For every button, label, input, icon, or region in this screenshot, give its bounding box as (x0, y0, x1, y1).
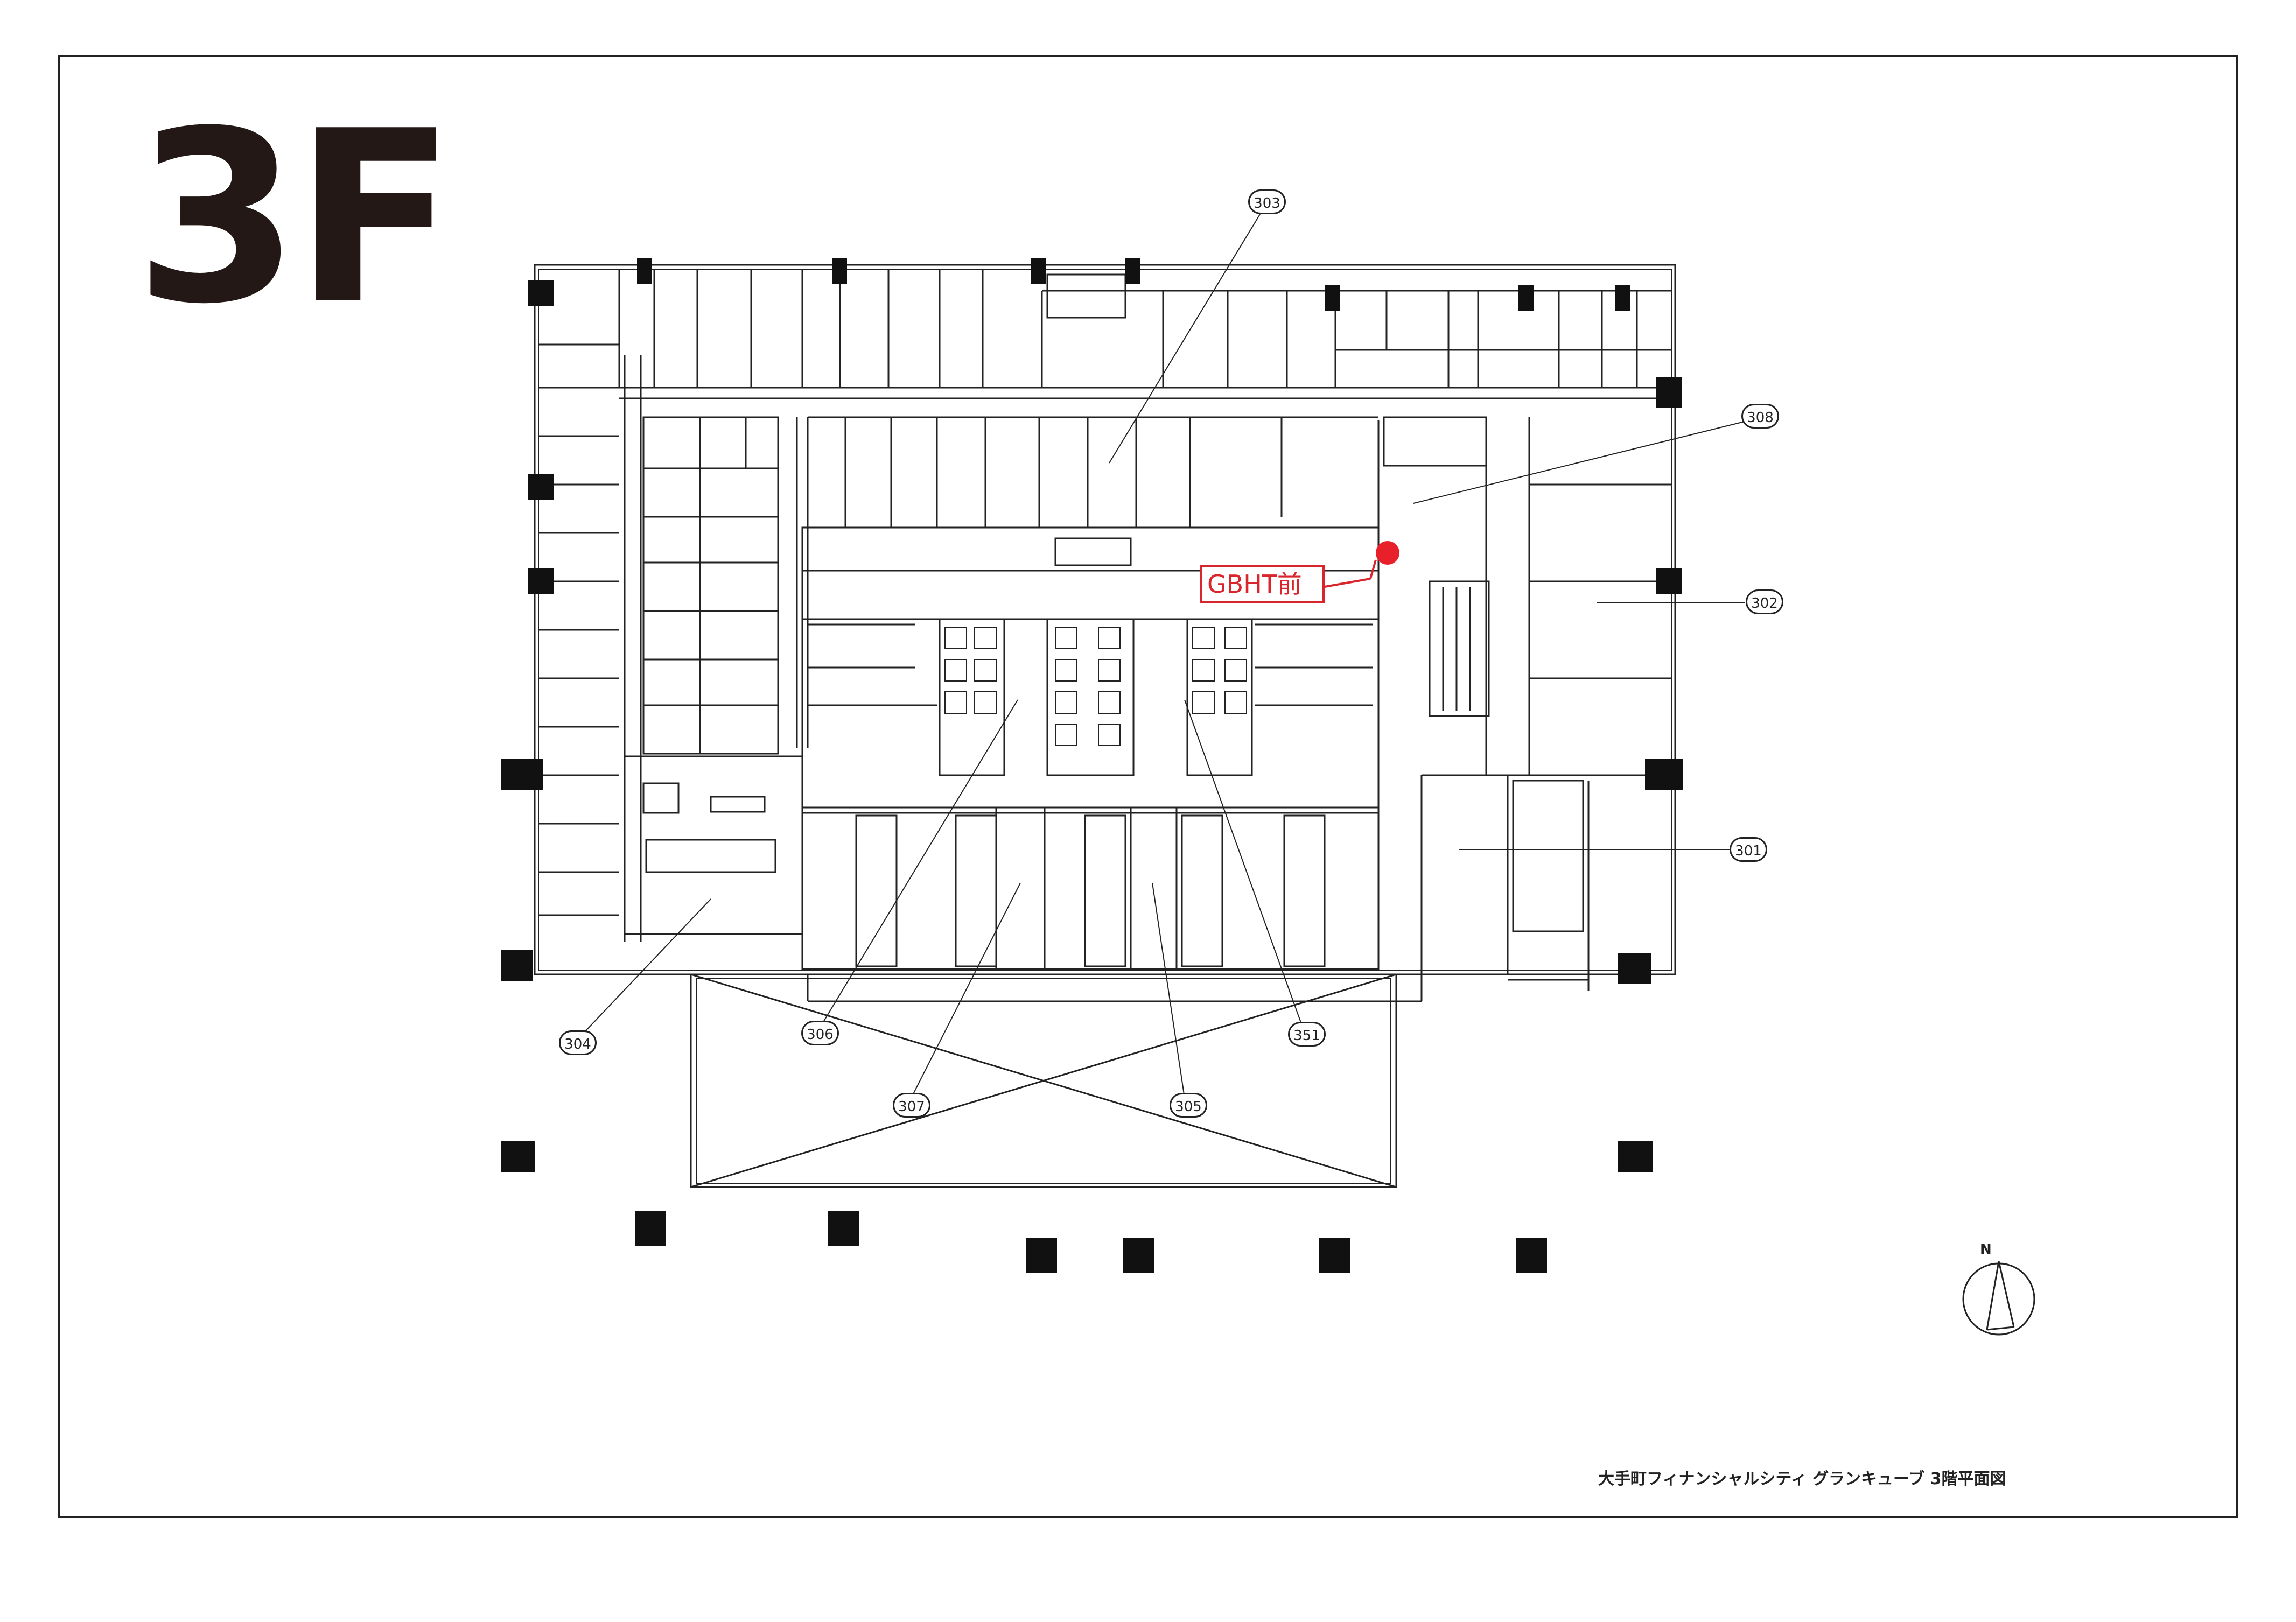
drawing-frame (58, 55, 2238, 1518)
location-marker-dot (1376, 541, 1399, 565)
core (801, 526, 1380, 814)
room-tag-301: 301 (1730, 837, 1767, 862)
room-tag-305: 305 (1170, 1093, 1207, 1118)
room-tag-306: 306 (801, 1021, 839, 1045)
room-tag-351: 351 (1288, 1022, 1326, 1047)
compass-icon (1962, 1261, 2035, 1336)
room-tag-308: 308 (1741, 404, 1779, 429)
room-tag-303: 303 (1248, 189, 1286, 214)
compass-north-label: N (1980, 1241, 1992, 1258)
location-marker-label: GBHT前 (1200, 565, 1325, 603)
room-tag-304: 304 (559, 1030, 597, 1055)
room-tag-302: 302 (1746, 589, 1783, 614)
room-tag-307: 307 (893, 1093, 930, 1118)
south-canopy (690, 973, 1397, 1188)
floor-label: 3F (135, 80, 456, 356)
drawing-caption: 大手町フィナンシャルシティ グランキューブ 3階平面図 (1598, 1470, 2006, 1488)
